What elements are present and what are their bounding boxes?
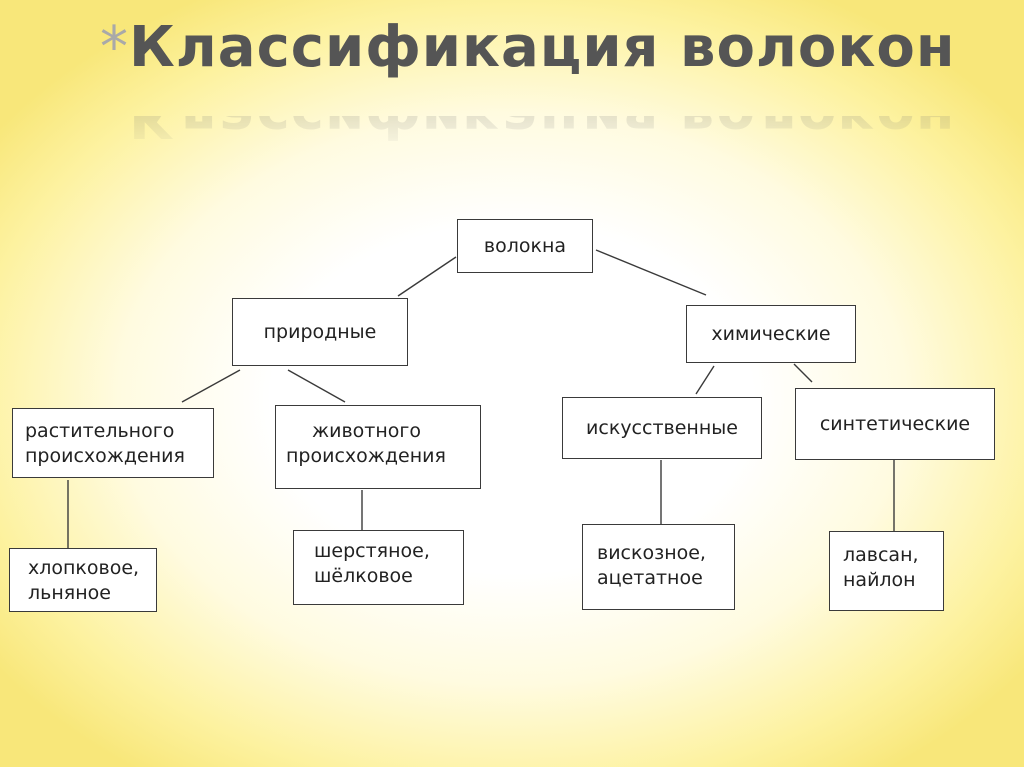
node-fibers-label: волокна [483, 234, 567, 257]
node-synthetic-examples-line1: лавсан, [843, 544, 919, 566]
connector-root-natural [397, 256, 457, 297]
page-title: *Классификация волокон [100, 8, 1000, 108]
node-artificial-examples-line1: вискозное, [597, 542, 706, 564]
node-animal-origin-line1: животного [312, 420, 422, 442]
connector-natural-plant [181, 369, 241, 403]
connector-chemical-artificial [695, 365, 715, 395]
node-artificial: искусственные [562, 397, 762, 459]
node-animal-examples: шерстяное, шёлковое [293, 530, 464, 605]
node-plant-examples-line2: льняное [28, 582, 111, 604]
node-synthetic: синтетические [795, 388, 995, 460]
node-synthetic-examples: лавсан, найлон [829, 531, 944, 611]
node-synthetic-examples-line2: найлон [843, 569, 916, 591]
node-plant-examples: хлопковое, льняное [9, 548, 157, 612]
node-natural-label: природные [263, 320, 377, 343]
node-animal-examples-line2: шёлковое [314, 565, 413, 587]
connector-chemical-synthetic [793, 363, 813, 383]
node-animal-origin-line2: происхождения [286, 445, 446, 467]
node-chemical: химические [686, 305, 856, 363]
node-artificial-label: искусственные [586, 416, 738, 439]
node-plant-examples-line1: хлопковое, [28, 557, 140, 579]
node-animal-origin: животного происхождения [275, 405, 481, 489]
node-artificial-examples: вискозное, ацетатное [582, 524, 735, 610]
node-fibers: волокна [457, 219, 593, 273]
connector-root-chemical [595, 249, 707, 296]
connector-natural-animal [287, 369, 346, 403]
node-animal-examples-line1: шерстяное, [314, 540, 430, 562]
node-chemical-label: химические [711, 322, 831, 345]
node-plant-origin-line2: происхождения [25, 445, 185, 467]
node-plant-origin-line1: растительного [25, 420, 175, 442]
node-natural: природные [232, 298, 408, 366]
node-artificial-examples-line2: ацетатное [597, 567, 703, 589]
title-text: Классификация волокон [129, 15, 956, 80]
node-synthetic-label: синтетические [819, 412, 971, 435]
node-plant-origin: растительного происхождения [12, 408, 214, 478]
title-bullet: * [100, 15, 129, 80]
